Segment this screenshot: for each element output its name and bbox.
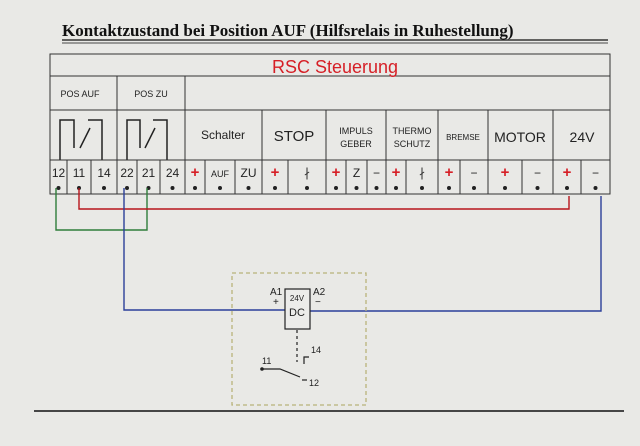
relay-contact-12: 12 <box>309 378 319 388</box>
terminal-screw <box>305 186 309 190</box>
section-thermo: THERMO <box>393 126 432 136</box>
relay-switch-blade <box>262 368 301 378</box>
terminal-screw <box>218 186 222 190</box>
controller-name: RSC Steuerung <box>272 57 398 77</box>
diagram-title: Kontaktzustand bei Position AUF (Hilfsre… <box>62 21 514 40</box>
terminal-screw <box>334 186 338 190</box>
wire-blue-left <box>123 188 285 311</box>
terminal-label: AUF <box>211 169 230 179</box>
relay-contact-11: 11 <box>262 356 271 366</box>
wire-red <box>78 188 570 210</box>
relay-plus-label: + <box>273 297 279 308</box>
terminal-screw <box>535 186 540 190</box>
terminal-screw <box>273 186 277 190</box>
pos-auf-contact-symbol <box>59 119 103 160</box>
terminal-screw <box>565 186 569 190</box>
terminal-screw <box>374 186 379 190</box>
section-schutz: SCHUTZ <box>394 139 431 149</box>
terminal-label: 11 <box>73 166 86 180</box>
terminal-screw <box>246 186 251 190</box>
terminal-label: 21 <box>142 166 156 180</box>
terminal-label: + <box>191 164 200 181</box>
terminal-screw <box>394 186 398 190</box>
group-pos-zu: POS ZU <box>134 89 168 99</box>
terminal-label: − <box>592 166 599 180</box>
controller-box: RSC Steuerung POS AUF POS ZU Schalter S <box>49 53 611 195</box>
group-pos-auf: POS AUF <box>60 89 100 99</box>
terminal-label: 14 <box>97 166 111 180</box>
section-stop: STOP <box>274 128 315 145</box>
terminal-label: + <box>392 164 401 181</box>
section-24v: 24V <box>570 129 596 145</box>
terminal-screw <box>56 186 61 190</box>
terminal-screw <box>447 186 451 190</box>
terminal-screw <box>354 186 359 190</box>
terminal-label: Z <box>353 166 360 180</box>
terminal-label: + <box>271 164 280 181</box>
terminal-label: ∤ <box>419 166 425 180</box>
section-schalter: Schalter <box>201 128 245 142</box>
relay-voltage: 24V <box>290 294 305 303</box>
terminal-screw <box>170 186 175 190</box>
relay-minus-label: − <box>315 297 321 308</box>
terminal-screw <box>125 186 129 190</box>
relay-a1-label: A1 <box>270 287 283 298</box>
wires <box>55 188 602 312</box>
wire-blue-right <box>310 196 602 312</box>
terminal-label: + <box>445 164 454 181</box>
auxiliary-relay: 24V DC A1 + A2 − 11 14 12 <box>231 272 367 406</box>
terminal-label: + <box>332 164 341 181</box>
terminal-label: ZU <box>241 166 257 180</box>
relay-no-contact <box>303 356 309 364</box>
terminal-screw <box>193 186 197 190</box>
terminal-label: 24 <box>166 166 180 180</box>
relay-dashed-box <box>231 272 367 406</box>
section-geber: GEBER <box>340 139 372 149</box>
section-motor: MOTOR <box>494 129 546 145</box>
section-bremse: BREMSE <box>446 133 480 142</box>
terminal-label: − <box>470 166 477 180</box>
terminal-label: 22 <box>120 166 134 180</box>
terminal-screw <box>503 186 507 190</box>
terminal-screw <box>420 186 424 190</box>
terminal-label: + <box>501 164 510 181</box>
relay-contact-14: 14 <box>311 345 321 355</box>
relay-type: DC <box>289 307 305 319</box>
section-impuls: IMPULS <box>339 126 373 136</box>
terminal-screw <box>102 186 106 190</box>
terminal-label: − <box>534 166 541 180</box>
terminal-screw <box>472 186 476 190</box>
terminal-label: + <box>563 164 572 181</box>
terminal-label: 12 <box>52 166 66 180</box>
terminal-label: − <box>373 166 380 180</box>
relay-a2-label: A2 <box>313 287 326 298</box>
relay-coil <box>284 288 311 330</box>
pos-zu-contact-symbol <box>126 119 168 160</box>
terminal-label: ∤ <box>304 166 310 180</box>
terminal-screw <box>593 186 598 190</box>
